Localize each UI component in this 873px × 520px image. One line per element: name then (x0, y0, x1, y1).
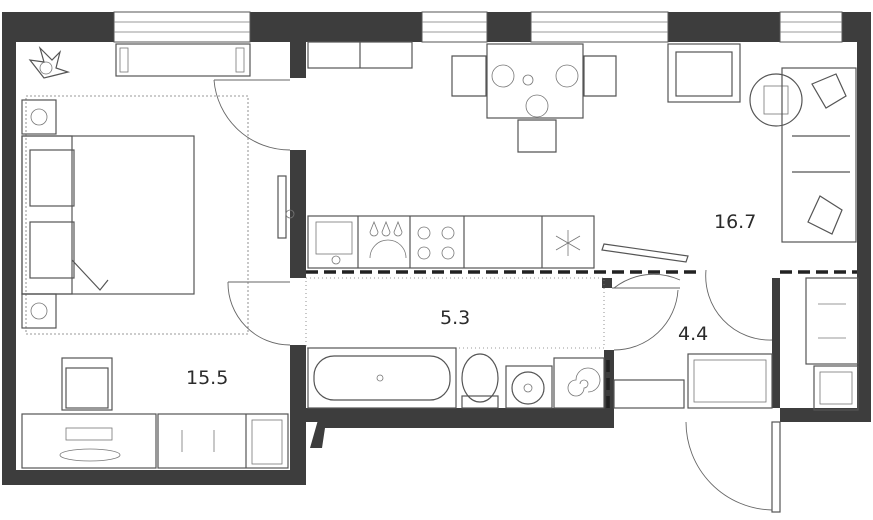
spiral-icon (567, 367, 601, 397)
bathroom-furniture (305, 277, 605, 409)
flower-plant-icon (28, 45, 71, 79)
bathroom-area-label: 5.3 (440, 307, 470, 329)
bedroom-area-label: 15.5 (186, 367, 228, 389)
hallway-area-label: 4.4 (678, 323, 708, 345)
windows (113, 11, 843, 43)
bedroom-furniture (21, 43, 291, 469)
living-furniture (277, 41, 857, 269)
hallway-furniture (612, 269, 859, 513)
walls (2, 12, 871, 485)
water-drops-icon (369, 220, 403, 237)
zone-boundaries (306, 270, 857, 408)
living-kitchen-area-label: 16.7 (714, 211, 756, 233)
snowflake-icon (555, 230, 581, 256)
